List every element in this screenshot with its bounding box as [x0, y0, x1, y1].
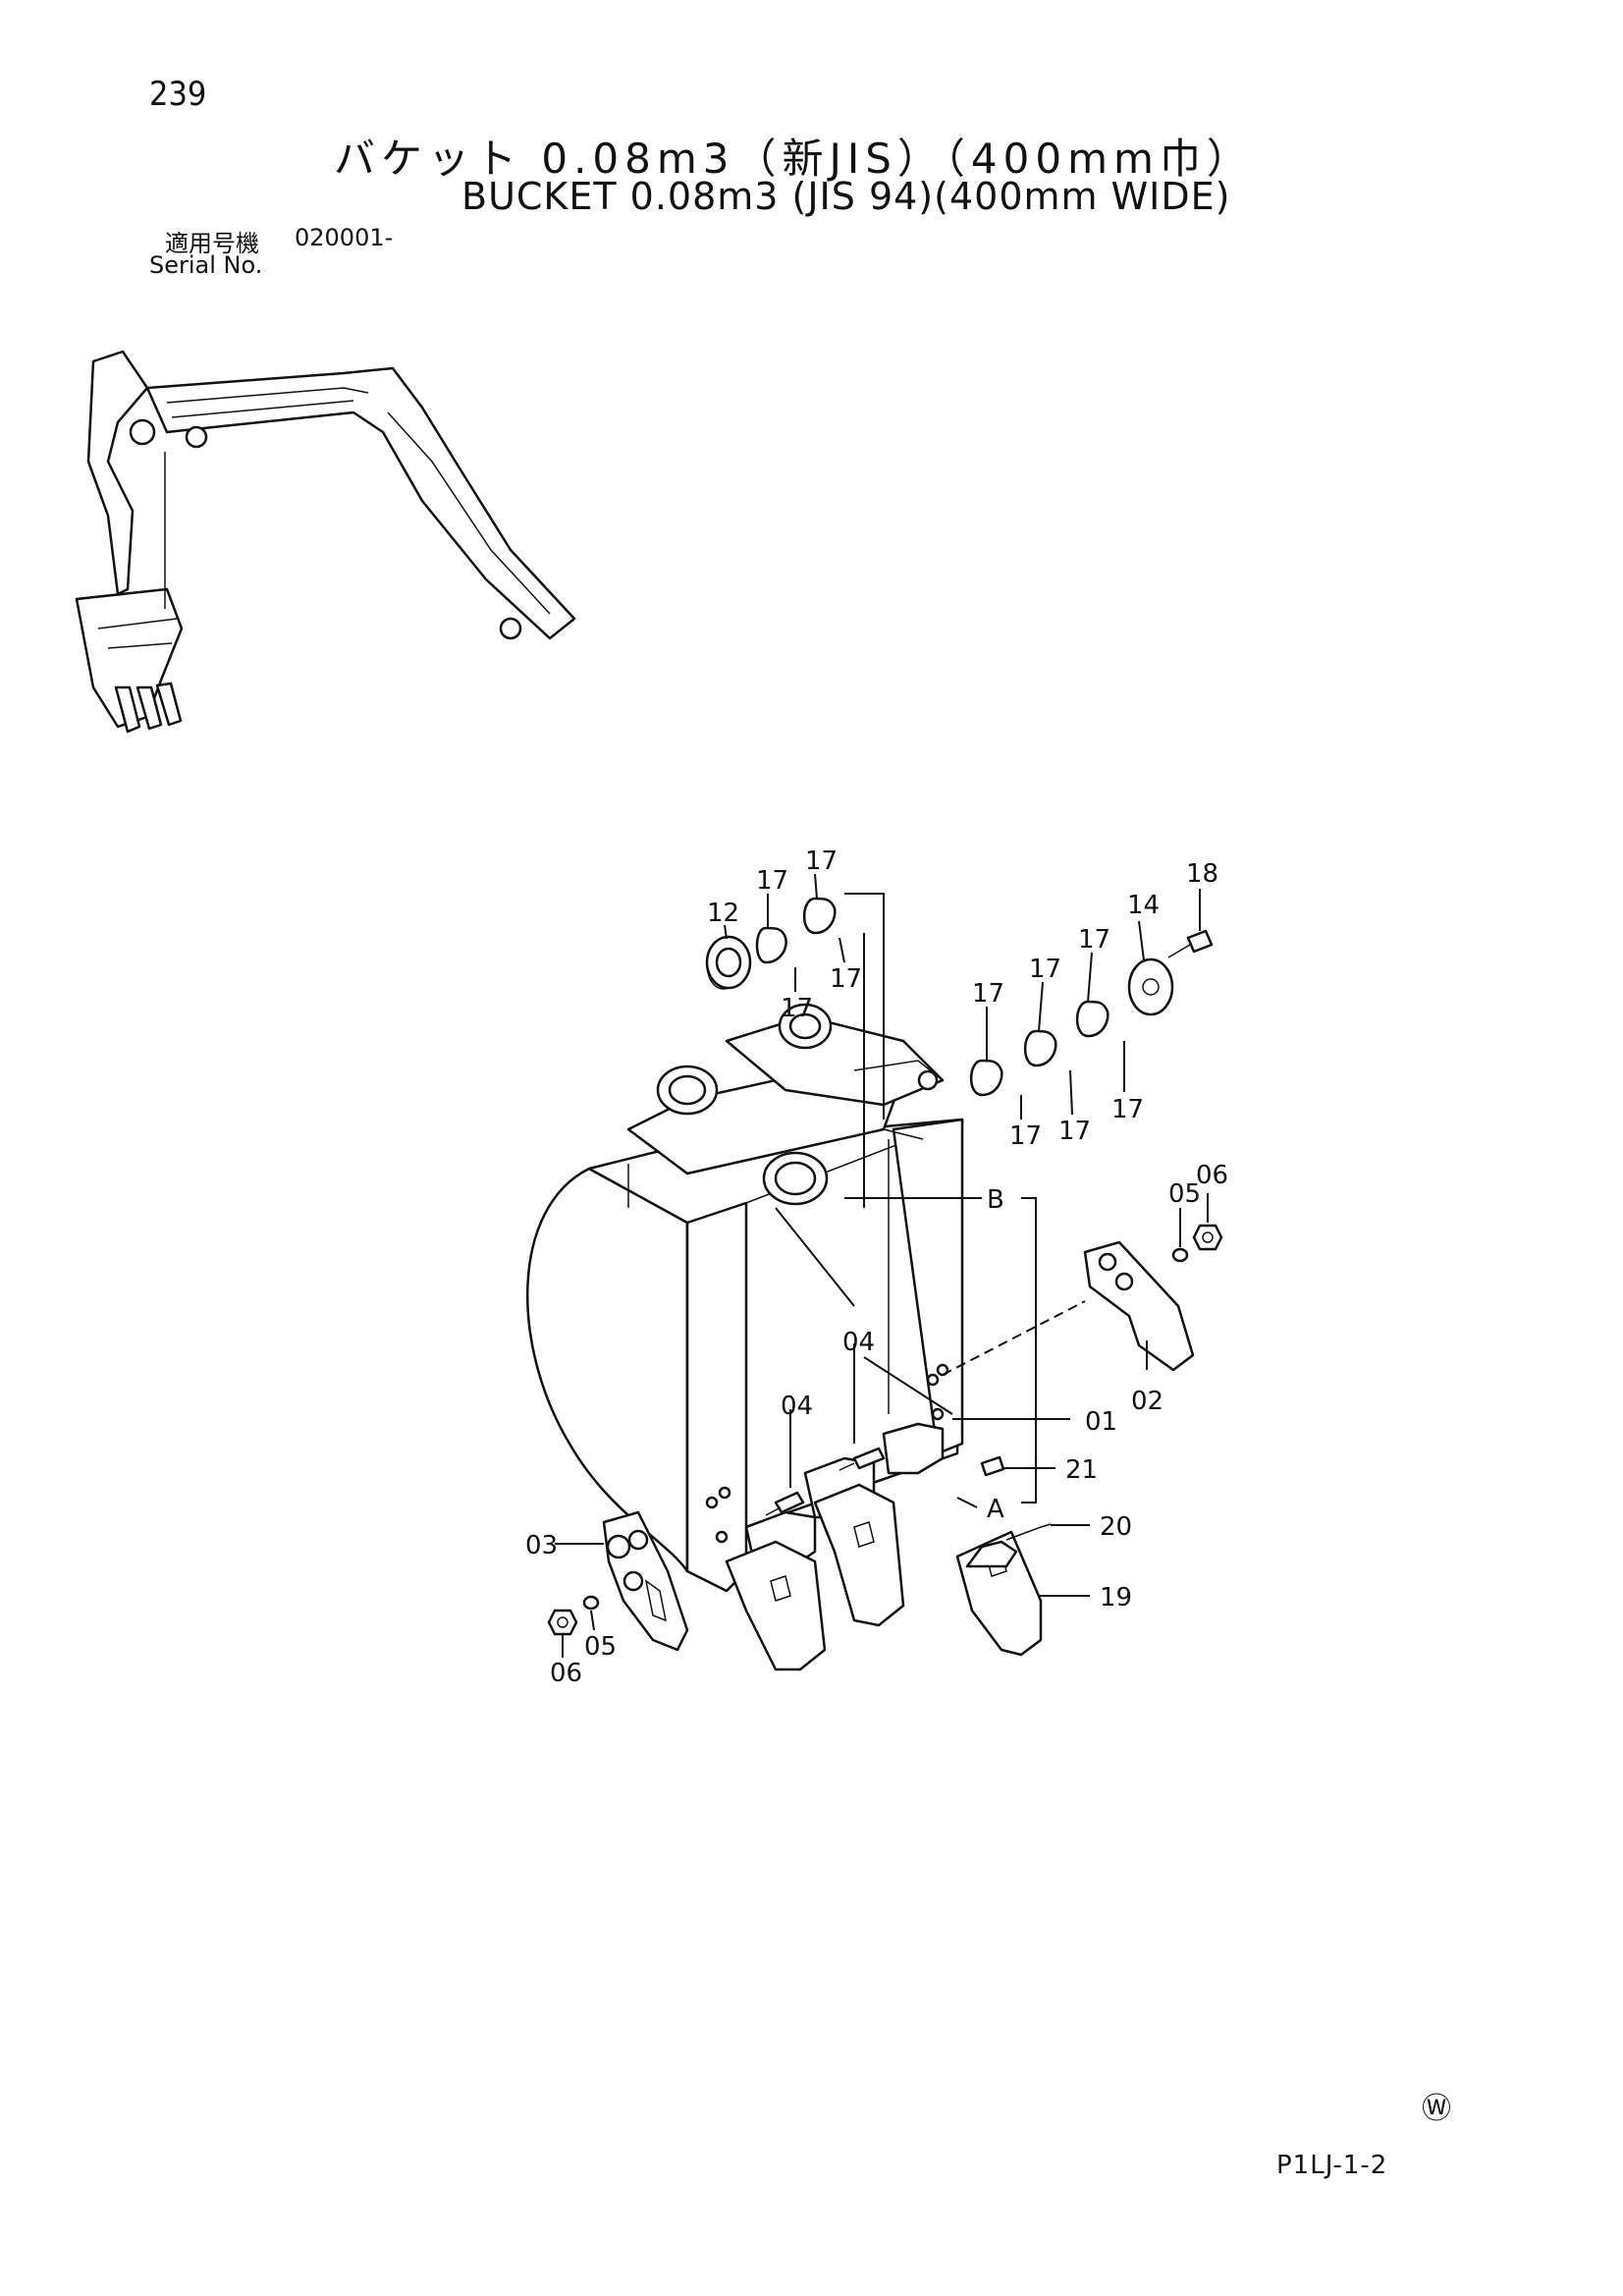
- callout-04-left: 04: [781, 1392, 813, 1421]
- title-japanese: バケット 0.08m3（新JIS）（400mm巾）: [334, 135, 1254, 183]
- leader-lines: [555, 873, 1209, 1658]
- callout-ref-b: B: [987, 1185, 1004, 1215]
- title-english: BUCKET 0.08m3 (JIS 94)(400mm WIDE): [461, 175, 1231, 218]
- callout-17: 17: [1078, 925, 1110, 955]
- callout-14: 14: [1127, 891, 1160, 920]
- callout-04-right: 04: [842, 1328, 875, 1357]
- callout-17: 17: [1029, 955, 1061, 984]
- callout-21: 21: [1065, 1455, 1098, 1485]
- callout-17: 17: [781, 994, 813, 1023]
- callout-ref-a: A: [987, 1495, 1004, 1524]
- callout-18: 18: [1186, 859, 1218, 889]
- callout-17: 17: [756, 866, 788, 896]
- callout-20: 20: [1100, 1512, 1132, 1542]
- callout-19: 19: [1100, 1583, 1132, 1613]
- callout-17: 17: [972, 979, 1004, 1009]
- callout-01: 01: [1085, 1407, 1117, 1437]
- excavator-arm-thumbnail: [75, 350, 576, 734]
- bucket-body: [526, 1003, 964, 1593]
- callout-03: 03: [525, 1531, 558, 1560]
- bucket-teeth: [725, 1483, 1043, 1671]
- callout-17: 17: [1111, 1095, 1144, 1124]
- callout-17: 17: [805, 847, 838, 876]
- callout-17: 17: [830, 964, 862, 994]
- callout-06-left: 06: [550, 1659, 582, 1688]
- callout-12: 12: [707, 899, 739, 928]
- hardware-parts: [547, 897, 1223, 1636]
- page-number: 239: [149, 75, 207, 114]
- revision-mark: Ⓦ: [1422, 2092, 1451, 2126]
- callout-17: 17: [1009, 1121, 1042, 1151]
- side-cutter-left: [602, 1510, 689, 1652]
- side-cutter-right: [1083, 1240, 1195, 1372]
- callout-17: 17: [1058, 1117, 1091, 1146]
- callout-02: 02: [1131, 1387, 1163, 1416]
- callout-06-right: 06: [1196, 1161, 1228, 1190]
- serial-value: 020001-: [295, 224, 394, 251]
- callout-labels: 01 02 03 04 04 05 05 06 06 12 14 18 19 2…: [525, 847, 1228, 1688]
- page-code: P1LJ-1-2: [1276, 2151, 1388, 2180]
- serial-label-english: Serial No.: [149, 251, 263, 279]
- callout-05-right: 05: [1168, 1179, 1201, 1209]
- serial-label-japanese: 適用号機: [165, 230, 259, 257]
- callout-05-left: 05: [584, 1632, 617, 1662]
